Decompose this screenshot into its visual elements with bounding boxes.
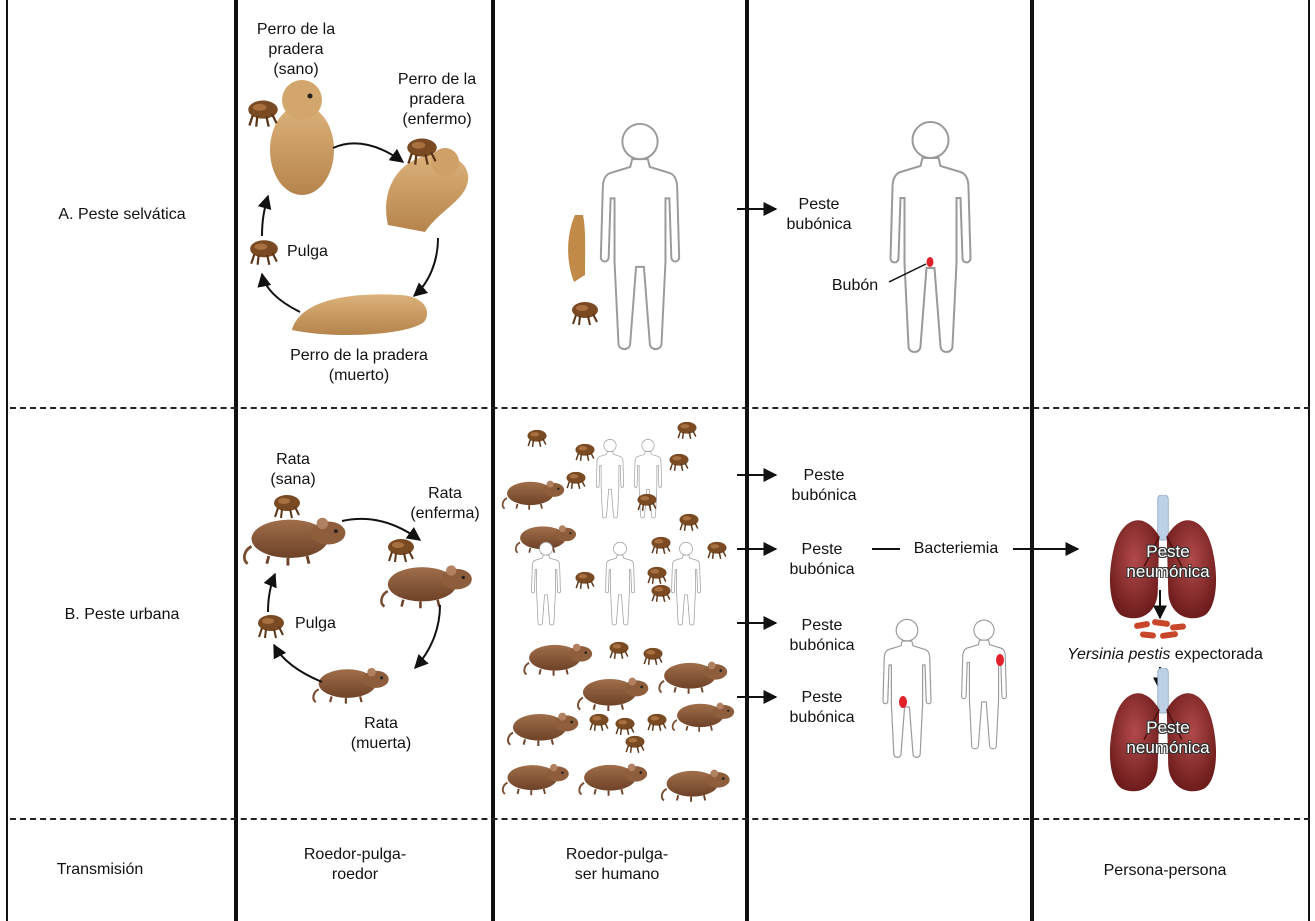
arrow-healthy-to-sick — [333, 143, 403, 162]
arrow-flea-to-rat-healthy — [268, 574, 275, 612]
label-prairie-dog-sick: Perro de la pradera (enfermo) — [398, 70, 476, 130]
arrow-rat-dead-to-flea — [274, 645, 322, 682]
prairie-dog-healthy — [270, 80, 334, 195]
rat-dead — [313, 668, 388, 704]
human-crowd — [532, 542, 561, 625]
row-label-transmission: Transmisión — [57, 860, 144, 880]
prairie-dog-dead — [292, 294, 427, 335]
bubo-mark — [996, 654, 1004, 666]
arrow-rat-sick-to-dead — [415, 605, 440, 668]
expectorated-bacteria — [1134, 619, 1187, 639]
rat-crowd — [503, 764, 569, 795]
human-crowd — [634, 439, 661, 518]
rat-crowd — [673, 703, 735, 732]
arrow-sick-to-dead — [414, 238, 438, 296]
label-rat-sick: Rata (enferma) — [410, 484, 479, 524]
human-crowd — [606, 542, 635, 625]
flea-on-healthy-dog — [248, 101, 277, 127]
flea-crowd — [707, 542, 726, 559]
transmission-rodent-flea-rodent: Roedor-pulga- roedor — [304, 845, 406, 885]
label-bubonic-a: Peste bubónica — [787, 195, 852, 235]
row-label-urban: B. Peste urbana — [65, 605, 180, 625]
label-bubo: Bubón — [832, 276, 878, 296]
rat-healthy — [244, 518, 345, 566]
human-bubo-male — [883, 619, 931, 757]
human-sylvatic — [601, 124, 679, 349]
flea-crowd — [609, 642, 628, 659]
label-bubonic-b2: Peste bubónica — [790, 540, 855, 580]
rat-crowd — [662, 770, 730, 802]
label-rat-healthy: Rata (sana) — [270, 450, 315, 490]
label-bubonic-b4: Peste bubónica — [790, 688, 855, 728]
human-with-bubo — [891, 122, 971, 352]
rat-crowd — [578, 678, 648, 711]
label-flea-urban: Pulga — [295, 614, 336, 634]
flea-on-healthy-rat — [274, 495, 300, 518]
rat-crowd — [524, 644, 592, 676]
arrow-dead-to-flea — [262, 274, 300, 312]
transmission-person-person: Persona-persona — [1104, 861, 1227, 881]
label-expectorated: Yersinia pestis expectorada — [1067, 645, 1263, 665]
carried-prairie-dog — [568, 215, 585, 282]
flea-crowd — [677, 422, 696, 439]
arrow-flea-to-healthy — [262, 196, 268, 236]
label-bubonic-b1: Peste bubónica — [792, 466, 857, 506]
human-crowd — [672, 542, 701, 625]
flea-crowd — [679, 514, 698, 531]
flea-crowd — [643, 648, 662, 665]
label-prairie-dog-dead: Perro de la pradera (muerto) — [290, 346, 428, 386]
flea-crowd — [575, 572, 594, 589]
flea-crowd — [615, 718, 634, 735]
flea-crowd — [647, 567, 666, 584]
flea-crowd — [647, 714, 666, 731]
label-prairie-dog-healthy: Perro de la pradera (sano) — [257, 20, 335, 80]
label-flea-sylvatic: Pulga — [287, 242, 328, 262]
human-bubo-female — [962, 620, 1007, 749]
flea-crowd — [575, 444, 594, 461]
flea-crowd — [669, 454, 688, 471]
label-pneumonic-2: Peste neumónica — [1126, 718, 1209, 758]
arrow-rat-healthy-to-sick — [342, 519, 420, 540]
rat-crowd — [508, 713, 578, 746]
urban-crowd — [503, 422, 735, 802]
flea-near-human — [572, 302, 598, 325]
flea-crowd — [527, 430, 546, 447]
bubo-mark — [899, 696, 907, 708]
flea-urban — [258, 615, 284, 638]
flea-crowd — [566, 472, 585, 489]
rat-crowd — [579, 764, 647, 796]
flea-crowd — [589, 714, 608, 731]
rat-sick — [381, 565, 471, 608]
flea-crowd — [651, 585, 670, 602]
human-crowd — [596, 439, 623, 518]
bubo-mark — [927, 257, 934, 267]
rat-crowd — [659, 662, 727, 694]
label-bubonic-b3: Peste bubónica — [790, 616, 855, 656]
label-bacteremia: Bacteriemia — [914, 539, 998, 559]
rat-crowd — [503, 481, 565, 510]
label-rat-dead: Rata (muerta) — [351, 714, 411, 754]
row-label-sylvatic: A. Peste selvática — [58, 205, 185, 225]
label-pneumonic-1: Peste neumónica — [1126, 542, 1209, 582]
flea-crowd — [625, 736, 644, 753]
flea-crowd — [651, 537, 670, 554]
flea-on-sick-rat — [388, 539, 414, 562]
transmission-rodent-flea-human: Roedor-pulga- ser humano — [566, 845, 668, 885]
flea-sylvatic — [250, 240, 278, 265]
